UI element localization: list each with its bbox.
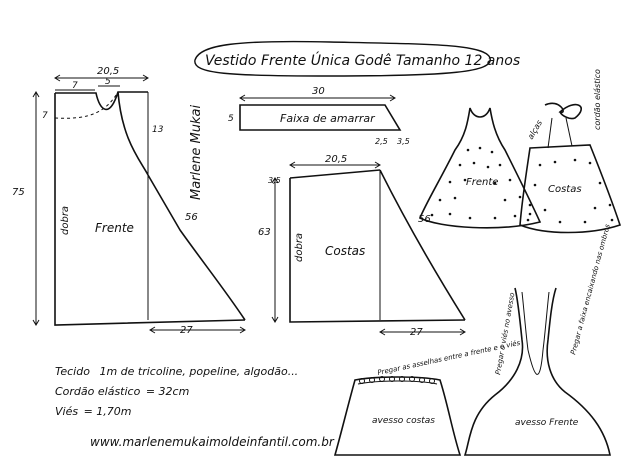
costas-length: 63 xyxy=(258,227,271,238)
assembly-back-label: avesso costas xyxy=(372,416,435,426)
materials-fabric-label: Tecido xyxy=(55,365,90,378)
illustration-elastic: cordão elástico xyxy=(593,69,602,130)
costas-top-drop: 3,5 xyxy=(268,176,281,185)
signature: Marlene Mukai xyxy=(189,105,204,200)
assembly-front-label: avesso Frente xyxy=(515,418,579,428)
svg-text:Viés = 1,70m: Viés = 1,70m xyxy=(55,405,132,418)
costas-fold: dobra xyxy=(294,233,305,262)
frente-neck-left: 7 xyxy=(72,81,78,91)
frente-width-top: 20,5 xyxy=(97,66,119,77)
illustration-front-label: Frente xyxy=(466,177,498,188)
costas-width-top: 20,5 xyxy=(325,154,347,165)
frente-side: 56 xyxy=(185,212,198,223)
frente-pattern: 20,5 7 5 7 13 75 dobra Frente 56 27 xyxy=(12,66,246,336)
website-url: www.marlenemukaimoldeinfantil.com.br xyxy=(90,435,335,449)
illustration-alcas: alças xyxy=(526,119,544,141)
frente-armhole-drop: 13 xyxy=(152,125,164,135)
faixa-pattern: 30 5 Faixa de amarrar 2,5 3,5 xyxy=(228,86,410,146)
frente-hem: 27 xyxy=(180,325,193,336)
pattern-title: Vestido Frente Única Godê Tamanho 12 ano… xyxy=(205,51,520,69)
assembly-front: avesso Frente Pregar o viés no avesso Pr… xyxy=(463,223,612,456)
costas-hem: 27 xyxy=(410,327,423,338)
costas-pattern: 20,5 3,5 63 dobra Costas 56 27 xyxy=(258,154,466,338)
materials-vies-value: = 1,70m xyxy=(84,405,132,418)
costas-label: Costas xyxy=(325,244,365,258)
frente-neck-right: 5 xyxy=(105,77,111,87)
dress-illustration: Frente Costas alças cordão elástico xyxy=(418,69,622,234)
materials-elastic-label: Cordão elástico xyxy=(55,385,141,398)
materials-fabric-value: 1m de tricoline, popeline, algodão... xyxy=(99,365,298,378)
svg-text:Cordão elástico = 32cm: Cordão elástico = 32cm xyxy=(55,385,189,398)
svg-text:Tecido 1m de tricoline,: Tecido 1m de tricoline, popeline, algodã… xyxy=(55,365,298,378)
faixa-label: Faixa de amarrar xyxy=(280,112,376,125)
faixa-tip-a: 2,5 xyxy=(375,137,388,146)
faixa-tip-b: 3,5 xyxy=(397,137,410,146)
title-bubble xyxy=(194,40,491,77)
materials-elastic-value: = 32cm xyxy=(146,385,189,398)
frente-label: Frente xyxy=(95,221,134,235)
frente-fold: dobra xyxy=(60,206,71,235)
faixa-length: 30 xyxy=(312,86,325,97)
signature-text: Marlene Mukai xyxy=(189,105,204,200)
materials: Tecido 1m de tricoline, popeline, algodã… xyxy=(55,365,335,449)
illustration-back-label: Costas xyxy=(548,184,582,195)
frente-neck-drop: 7 xyxy=(42,111,48,121)
materials-vies-label: Viés xyxy=(55,405,78,418)
faixa-height: 5 xyxy=(228,114,234,124)
frente-length: 75 xyxy=(12,187,25,198)
assembly-note-front: Pregar a faixa encaixando nas ombros xyxy=(569,223,612,356)
assembly-note-mid: Pregar o viés no avesso xyxy=(494,292,516,375)
